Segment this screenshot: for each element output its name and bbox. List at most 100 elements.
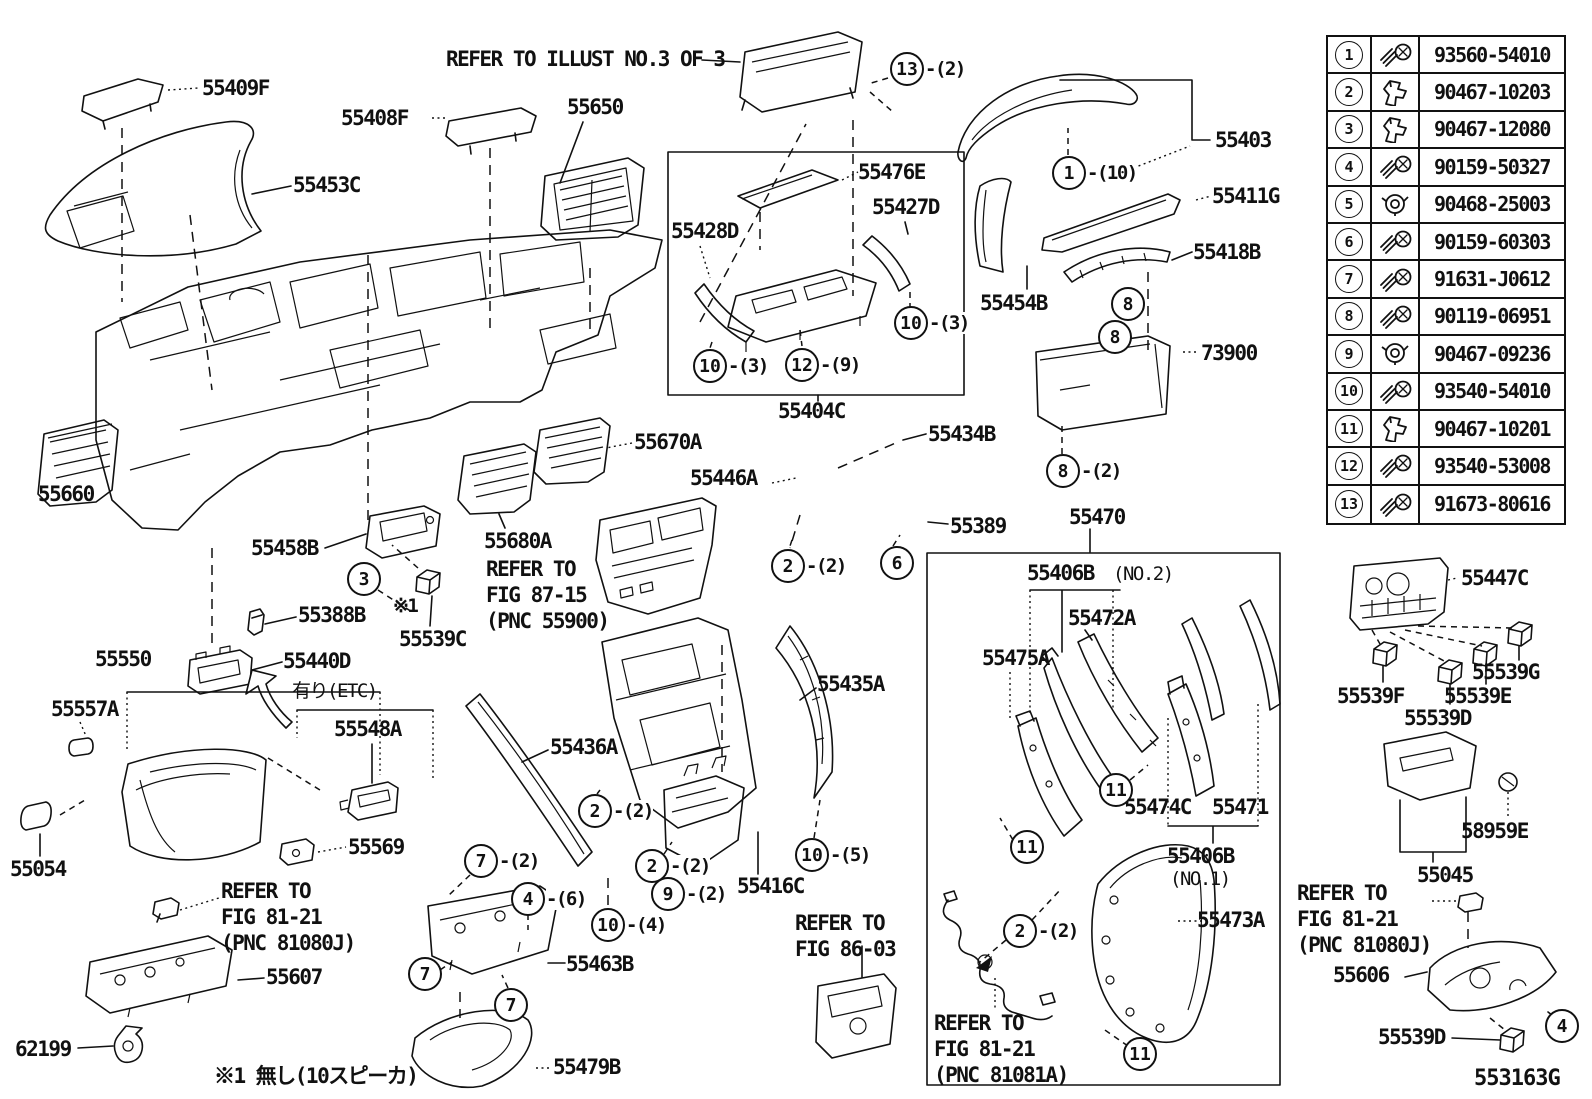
screw-icon [1372, 373, 1420, 409]
part-55447c-switch-panel [1349, 557, 1449, 631]
part-55539e-clip [1472, 641, 1498, 667]
screw-icon [1372, 298, 1420, 335]
fastener-part-number: 93560-54010 [1434, 42, 1551, 67]
part-55388b-clip [247, 608, 265, 636]
part-55539d-clip-bottom [1499, 1027, 1525, 1053]
part-fig8121-clip-left [152, 897, 180, 923]
part-55436a-strip [465, 693, 593, 867]
detail-box-55404c [667, 151, 965, 396]
grommet-icon [1372, 186, 1420, 222]
fastener-row-11: 11 90467-10201 [1328, 410, 1564, 449]
fastener-row-8: 8 90119-06951 [1328, 298, 1564, 337]
fastener-row-7: 7 91631-J0612 [1328, 261, 1564, 299]
fastener-row-2: 2 90467-10203 [1328, 74, 1564, 112]
assembly-dashed-lines [59, 77, 1513, 1047]
fastener-index: 9 [1328, 336, 1372, 372]
fastener-part-number: 91631-J0612 [1434, 267, 1551, 292]
fastener-part-number: 90159-60303 [1434, 229, 1551, 254]
part-instrument-panel-body [95, 229, 663, 531]
part-55404c-frame [727, 269, 877, 352]
fastener-index: 10 [1328, 373, 1372, 409]
grommet-icon [1372, 336, 1420, 372]
part-55606-duct [1427, 940, 1557, 1012]
clip-icon [1372, 74, 1420, 110]
fastener-part-number: 93540-54010 [1434, 379, 1551, 404]
fastener-index: 2 [1328, 74, 1372, 110]
fastener-index: 7 [1328, 261, 1372, 297]
part-55045-panel [1383, 731, 1477, 801]
fastener-row-6: 6 90159-60303 [1328, 223, 1564, 262]
part-62199-clip [113, 1025, 144, 1064]
fastener-index: 11 [1328, 410, 1372, 447]
fastener-part-number: 90467-12080 [1434, 117, 1551, 142]
part-55408f-cap [445, 107, 537, 155]
screw-icon [1372, 448, 1420, 484]
part-center-cluster-fig8715 [595, 497, 717, 615]
part-shifter-fig8603 [815, 973, 897, 1059]
part-55650-vent [540, 157, 645, 241]
fastener-row-9: 9 90467-09236 [1328, 336, 1564, 374]
part-55453c-hood [44, 120, 262, 257]
clip-icon [1372, 111, 1420, 148]
part-55409f-cap [81, 78, 164, 130]
fastener-index: 8 [1328, 298, 1372, 335]
screw-icon [1372, 37, 1420, 73]
part-55475a-bracket [1015, 710, 1083, 837]
part-55539d-clip [1437, 659, 1463, 685]
fastener-index: 1 [1328, 37, 1372, 73]
fastener-row-10: 10 93540-54010 [1328, 373, 1564, 411]
clip-icon [1372, 410, 1420, 447]
part-73900-panel [1035, 335, 1171, 431]
part-55403-hood [957, 73, 1139, 163]
fastener-index: 4 [1328, 149, 1372, 185]
part-55418b-trim [1063, 247, 1171, 283]
fastener-index: 6 [1328, 223, 1372, 260]
part-55539c-clip [415, 569, 441, 595]
fastener-row-3: 3 90467-12080 [1328, 111, 1564, 150]
part-55476e-glass [737, 169, 839, 209]
fastener-index: 13 [1328, 485, 1372, 524]
part-55548a-etc-box [339, 781, 399, 821]
part-58959e-knob [1498, 772, 1518, 792]
part-fig8121-clip-right [1457, 892, 1484, 913]
part-55670a-vent [533, 417, 611, 485]
part-55458b-switch [365, 505, 441, 559]
part-console-frame [601, 617, 757, 829]
part-55472a-strip [1077, 633, 1159, 753]
fastener-row-1: 1 93560-54010 [1328, 37, 1564, 75]
part-55416c-frame [663, 755, 745, 867]
drawing-code: 553163G [1474, 1066, 1561, 1091]
leader-lines-solid [39, 59, 1558, 1049]
fastener-part-number: 90467-10203 [1434, 80, 1551, 105]
part-55440d-etc-box [187, 645, 253, 695]
part-55411g-trim [1041, 193, 1181, 253]
arrowhead [976, 956, 992, 972]
fastener-part-number: 90119-06951 [1434, 304, 1551, 329]
part-55539g-clip [1507, 621, 1533, 647]
fastener-index: 3 [1328, 111, 1372, 148]
fastener-part-number: 90468-25003 [1434, 192, 1551, 217]
screw-icon [1372, 223, 1420, 260]
fastener-part-number: 90467-10201 [1434, 416, 1551, 441]
part-wire-harness-fig8121 [942, 890, 1056, 1021]
part-55054-cylinder [20, 801, 52, 831]
fastener-part-number: 90467-09236 [1434, 341, 1551, 366]
part-55471-strip [1181, 617, 1225, 721]
leader-lines-dotted [79, 87, 1509, 1069]
fastener-part-number: 93540-53008 [1434, 453, 1551, 478]
part-55539f-clip [1372, 641, 1398, 667]
part-55427d-trim [862, 235, 911, 292]
fastener-index: 5 [1328, 186, 1372, 222]
part-55463b-bracket [427, 885, 559, 975]
part-55680a-vent [457, 443, 537, 515]
fastener-row-5: 5 90468-25003 [1328, 186, 1564, 224]
screw-icon [1372, 149, 1420, 185]
part-glovebox-door [121, 748, 267, 861]
part-55660-vent [37, 419, 119, 507]
